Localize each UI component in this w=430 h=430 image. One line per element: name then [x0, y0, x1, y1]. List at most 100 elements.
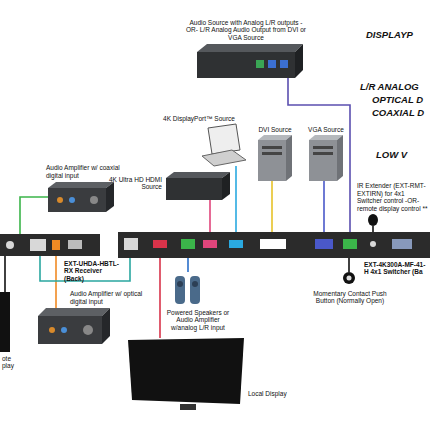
cable: [187, 258, 189, 272]
push-button: [343, 272, 355, 284]
device-front: [48, 188, 106, 212]
port: [68, 240, 82, 249]
push-button-cap: [347, 276, 352, 281]
port: [181, 239, 195, 249]
cable: [288, 78, 350, 232]
device-label: 4K Ultra HD HDMI Source: [100, 176, 162, 191]
laptop-base: [202, 150, 246, 166]
port: [52, 240, 60, 250]
port: [260, 239, 286, 249]
cable: [235, 166, 237, 232]
display: [128, 338, 244, 404]
device-top: [48, 182, 114, 188]
device-front: [38, 316, 102, 344]
speaker: [190, 276, 200, 304]
tower-side: [337, 135, 343, 181]
receiver-panel: [0, 234, 100, 256]
port: [370, 241, 376, 247]
laptop-screen: [208, 124, 240, 154]
local-display: Local Display: [128, 338, 244, 410]
port: [6, 241, 14, 249]
device-front: [197, 52, 295, 78]
tower-front: [309, 140, 337, 181]
receiver-panel: EXT-UHDA-HBTL-RX Receiver (Back): [0, 234, 100, 256]
cable: [20, 197, 48, 234]
device-label: Audio Source with Analog L/R outputs -OR…: [186, 19, 306, 41]
port: [256, 60, 264, 68]
device-label: ote play: [2, 355, 22, 370]
port: [280, 60, 288, 68]
port: [343, 239, 357, 249]
speakers: Powered Speakers or Audio Amplifier w/an…: [175, 272, 201, 304]
device-label: Audio Amplifier w/ coaxial digital input: [46, 164, 126, 179]
tower-front: [258, 140, 286, 181]
port: [268, 60, 276, 68]
cable: [209, 200, 211, 232]
switcher-panel: [118, 232, 430, 258]
display-stand: [180, 404, 196, 410]
drive-bay: [313, 146, 333, 149]
section-heading: OPTICAL D: [372, 95, 423, 105]
device-front: [166, 178, 222, 200]
switcher-panel: EXT-4K300A-MF-41-H 4x1 Switcher (Ba: [118, 232, 430, 258]
cable: [55, 256, 57, 308]
optical-amplifier: Audio Amplifier w/ optical digital input: [38, 308, 110, 344]
device-label: Momentary Contact Push Button (Normally …: [310, 290, 390, 305]
hdmi-source: 4K Ultra HD HDMI Source: [166, 172, 230, 200]
port: [315, 239, 333, 249]
ir-extender: IR Extender (EXT-RMT-EXTIRN) for 4x1 Swi…: [367, 214, 379, 226]
remote-display: ote play: [0, 292, 10, 352]
device-top: [166, 172, 230, 178]
cable: [271, 181, 273, 232]
device-label: Audio Amplifier w/ optical digital input: [70, 290, 150, 305]
drive-bay: [262, 146, 282, 149]
port: [153, 240, 167, 248]
port: [124, 238, 138, 250]
device-label: Powered Speakers or Audio Amplifier w/an…: [166, 309, 230, 331]
port: [203, 240, 217, 248]
cable: [4, 256, 6, 292]
display: [0, 292, 10, 352]
ir-emitter: [368, 214, 378, 226]
push-button: Momentary Contact Push Button (Normally …: [343, 272, 355, 284]
device-top: [38, 308, 110, 316]
cable: [372, 226, 374, 232]
port: [392, 239, 412, 249]
device-label: Local Display: [248, 390, 288, 397]
device-top: [197, 44, 303, 52]
port: [229, 240, 243, 248]
drive-bay: [262, 152, 282, 155]
tower-top: [258, 135, 292, 140]
vga-source: VGA Source: [309, 135, 343, 181]
section-heading: L/R ANALOG: [360, 82, 419, 92]
audio-source: Audio Source with Analog L/R outputs -OR…: [197, 44, 303, 78]
device-side: [106, 182, 114, 212]
tower-top: [309, 135, 343, 140]
device-label: 4K DisplayPort™ Source: [158, 115, 240, 122]
device-side: [295, 44, 303, 78]
speaker-cone: [192, 281, 198, 287]
device-label: EXT-UHDA-HBTL-RX Receiver (Back): [64, 260, 122, 282]
knob: [90, 196, 98, 204]
port: [30, 239, 46, 251]
section-heading: LOW V: [376, 150, 407, 160]
cable: [159, 258, 161, 338]
device-label: EXT-4K300A-MF-41-H 4x1 Switcher (Ba: [364, 261, 428, 276]
device-side: [222, 172, 230, 200]
drive-bay: [313, 152, 333, 155]
tower-side: [286, 135, 292, 181]
coax-amplifier: Audio Amplifier w/ coaxial digital input: [48, 182, 114, 212]
section-heading: DISPLAYP: [366, 30, 413, 40]
speaker: [175, 276, 185, 304]
dvi-source: DVI Source: [258, 135, 292, 181]
cable: [348, 258, 350, 272]
knob: [57, 197, 63, 203]
displayport-source: 4K DisplayPort™ Source: [202, 124, 246, 166]
knob: [61, 327, 67, 333]
section-heading: COAXIAL D: [372, 108, 424, 118]
cable: [323, 181, 325, 232]
knob: [49, 327, 55, 333]
device-label: DVI Source: [250, 126, 300, 133]
